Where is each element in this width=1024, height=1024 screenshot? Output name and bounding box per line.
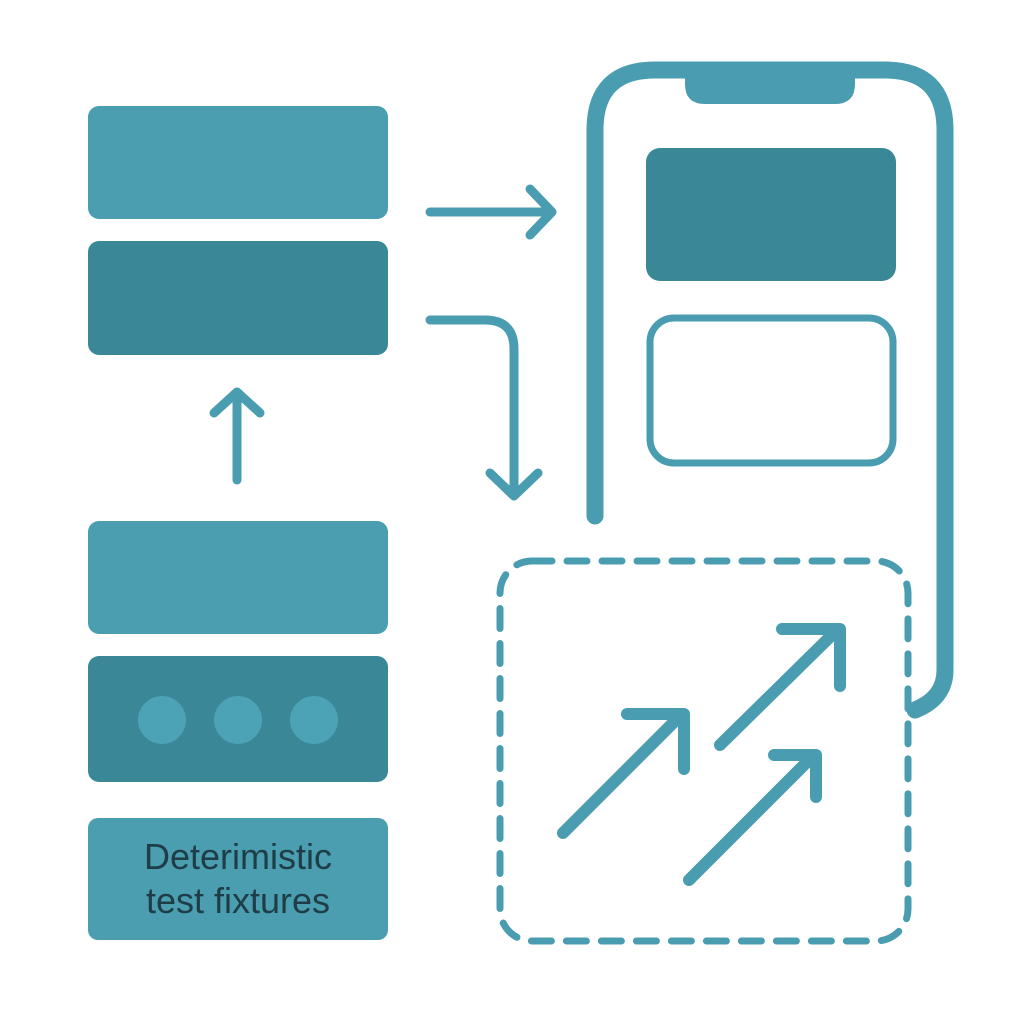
phone-outline-card [646,314,897,467]
dashed-snapshot-box [496,557,912,945]
fixture-label-block [88,818,388,940]
loading-dot-2 [214,696,262,744]
diagonal-arrow-icon [557,708,690,839]
arrow-down-curved-icon [425,315,543,501]
top-dark-block [88,241,388,355]
bottom-light-block [88,521,388,634]
top-light-block [88,106,388,219]
phone-notch [685,70,855,104]
phone-filled-card [646,148,896,281]
loading-dot-3 [290,696,338,744]
arrow-up-icon [209,387,265,485]
diagonal-arrow-icon [714,623,846,751]
loading-dot-1 [138,696,186,744]
phone-device-icon [586,61,954,719]
fixture-label-text: Deterimistic test fixtures [143,836,332,921]
diagonal-arrow-icon [683,749,822,886]
arrow-right-icon [425,184,557,240]
fixture-label: Deterimistic test fixtures [88,818,388,940]
